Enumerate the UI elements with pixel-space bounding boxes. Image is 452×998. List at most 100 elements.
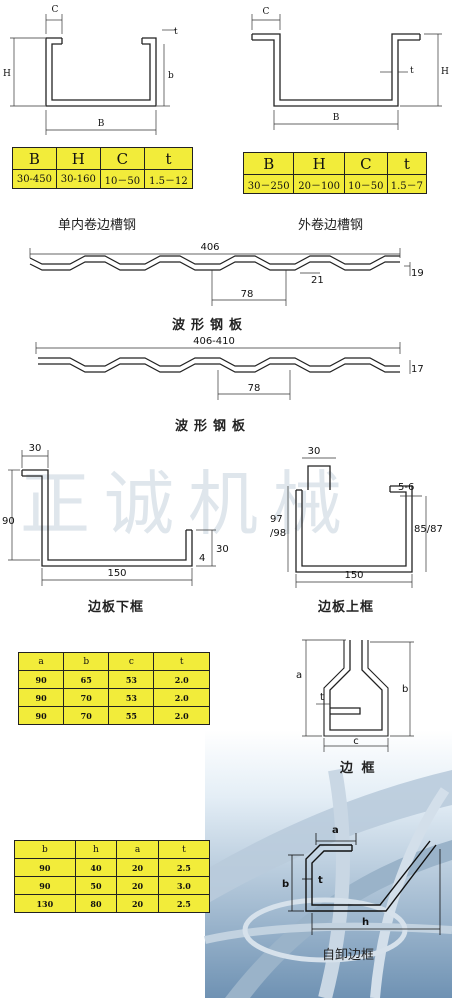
table-cell: 90 — [17, 706, 65, 725]
table-cell: 53 — [108, 688, 155, 707]
table-header: b — [14, 840, 76, 859]
table-cell: 10－50 — [99, 169, 145, 189]
lower-frame-top-label: 30 — [29, 443, 42, 454]
table-cell: 90 — [14, 858, 76, 877]
table-cell: 90 — [17, 688, 65, 707]
edge-frame-spec-table: a b c t 90 65 53 2.0 90 70 53 2.0 90 70 … — [17, 652, 210, 725]
inner-c-label: C — [52, 5, 59, 15]
lower-frame-height-label: 90 — [2, 516, 15, 527]
wave1-depth-label: 21 — [311, 275, 324, 286]
upper-frame-left-height-label: 97 — [270, 514, 283, 525]
table-cell: 20－100 — [293, 174, 345, 194]
table-header: t — [143, 147, 194, 170]
outer-channel-diagram: C t H B — [251, 7, 449, 130]
edge-frame-diagram: a b t c — [296, 639, 414, 752]
table-header: a — [17, 652, 65, 671]
inner-b-label: b — [168, 71, 174, 81]
table-cell: 2.0 — [153, 688, 210, 707]
table-header: B — [242, 152, 295, 175]
table-header: b — [63, 652, 110, 671]
edge-a-label: a — [296, 670, 302, 681]
table-cell: 130 — [14, 894, 76, 913]
table-cell: 3.0 — [157, 876, 211, 895]
table-cell: 30-450 — [12, 169, 57, 189]
table-header: H — [55, 147, 101, 170]
table-cell: 2.0 — [153, 706, 210, 725]
wave-plate-1-diagram: 406 21 19 78 — [29, 242, 424, 306]
upper-frame-top-label: 30 — [308, 446, 321, 457]
wave1-height-label: 19 — [411, 268, 424, 279]
upper-frame-diagram: 30 5-6 97 /98 85/87 150 — [270, 446, 443, 588]
dump-frame-diagram: a b t h — [282, 825, 441, 935]
table-cell: 90 — [14, 876, 76, 895]
lower-frame-width-label: 150 — [107, 568, 126, 579]
upper-frame-lip-label: 5-6 — [398, 482, 414, 493]
outer-c-label: C — [263, 7, 270, 17]
wave-plate-2-diagram: 406-410 17 78 — [35, 336, 424, 400]
outer-channel-caption: 外卷边槽钢 — [298, 218, 364, 233]
outer-t-label: t — [410, 66, 414, 76]
dump-frame-caption: 自卸边框 — [322, 948, 375, 963]
wave-plate-2-caption: 波形钢板 — [175, 419, 252, 434]
table-header: H — [293, 152, 345, 175]
upper-frame-left-height2-label: /98 — [270, 528, 286, 539]
table-header: c — [108, 652, 155, 671]
edge-t-label: t — [320, 692, 324, 703]
table-cell: 1.5－7 — [386, 174, 428, 194]
table-header: t — [157, 840, 211, 859]
inner-t-label: t — [174, 27, 178, 37]
lower-frame-caption: 边板下框 — [88, 600, 145, 615]
upper-frame-width-label: 150 — [344, 570, 363, 581]
table-cell: 30－250 — [242, 174, 295, 194]
table-cell: 80 — [74, 894, 118, 913]
lower-frame-diagram: 30 90 30 4 150 — [2, 443, 229, 586]
inner-channel-spec-table: B H C t 30-450 30-160 10－50 1.5－12 — [12, 147, 194, 189]
dump-a-label: a — [332, 825, 339, 836]
table-header: t — [386, 152, 428, 175]
table-cell: 20 — [116, 894, 159, 913]
table-header: h — [74, 840, 118, 859]
inner-B-label: B — [98, 119, 105, 129]
wave1-pitch-label: 78 — [241, 289, 254, 300]
outer-B-label: B — [333, 113, 340, 123]
outer-channel-spec-table: B H C t 30－250 20－100 10－50 1.5－7 — [242, 152, 428, 194]
dump-t-label: t — [318, 875, 323, 886]
table-header: t — [153, 652, 210, 671]
table-cell: 2.5 — [157, 894, 211, 913]
table-cell: 70 — [63, 706, 110, 725]
table-header: a — [116, 840, 159, 859]
table-cell: 10－50 — [343, 174, 388, 194]
table-cell: 90 — [17, 670, 65, 689]
wave2-width-label: 406-410 — [193, 336, 235, 347]
table-cell: 1.5－12 — [143, 169, 194, 189]
dump-h-label: h — [362, 917, 369, 928]
edge-c-label: c — [353, 736, 359, 747]
edge-b-label: b — [402, 684, 408, 695]
table-cell: 40 — [74, 858, 118, 877]
dump-frame-spec-table: b h a t 90 40 20 2.5 90 50 20 3.0 130 80… — [14, 840, 211, 913]
table-cell: 30-160 — [55, 169, 101, 189]
outer-h-label: H — [441, 67, 449, 77]
wave-plate-1-caption: 波形钢板 — [172, 318, 249, 333]
table-cell: 65 — [63, 670, 110, 689]
edge-frame-caption: 边 框 — [340, 761, 377, 776]
table-cell: 50 — [74, 876, 118, 895]
table-cell: 2.5 — [157, 858, 211, 877]
highway-background-image — [204, 730, 452, 998]
upper-frame-caption: 边板上框 — [318, 600, 375, 615]
inner-channel-caption: 单内卷边槽钢 — [58, 218, 137, 233]
table-header: C — [343, 152, 388, 175]
table-cell: 70 — [63, 688, 110, 707]
table-cell: 20 — [116, 858, 159, 877]
dump-b-label: b — [282, 879, 289, 890]
inner-h-label: H — [3, 69, 11, 79]
table-header: C — [99, 147, 145, 170]
table-cell: 2.0 — [153, 670, 210, 689]
lower-frame-thick-label: 4 — [199, 553, 205, 564]
wave2-height-label: 17 — [411, 364, 424, 375]
wave2-pitch-label: 78 — [248, 383, 261, 394]
lower-frame-lip-label: 30 — [216, 544, 229, 555]
table-header: B — [12, 147, 57, 170]
inner-channel-diagram: C t H b B — [3, 5, 178, 135]
upper-frame-right-height-label: 85/87 — [414, 524, 443, 535]
